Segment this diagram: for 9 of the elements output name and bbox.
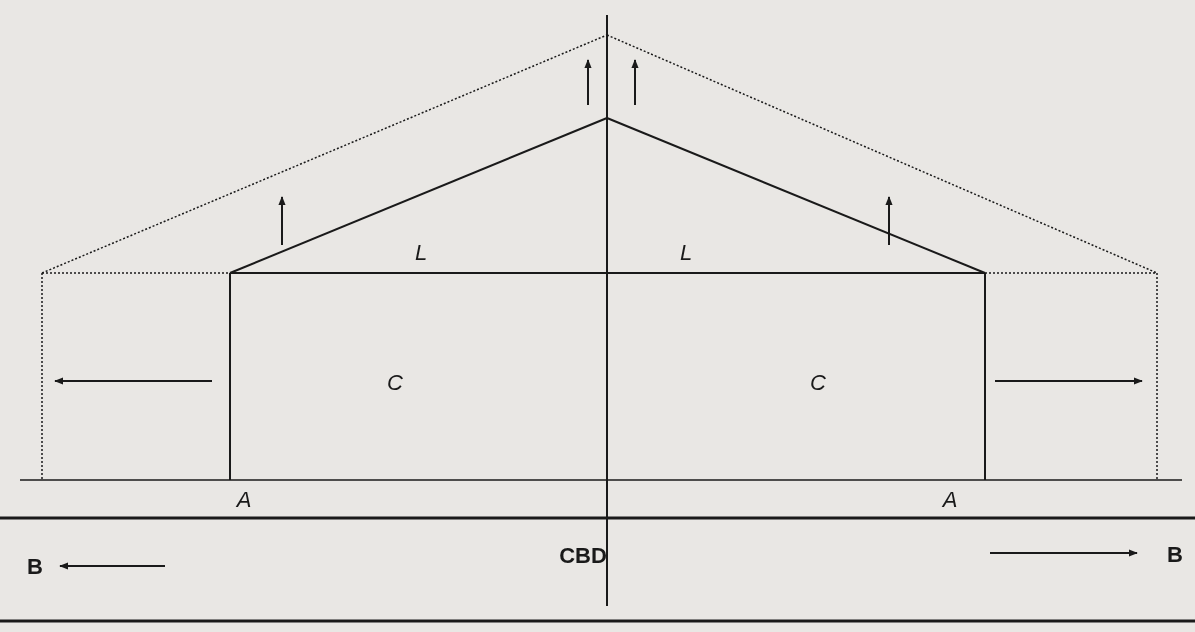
boundary-label: B	[1167, 544, 1183, 566]
region-label: L	[414, 242, 428, 264]
boundary-label: B	[27, 556, 43, 578]
region-label: A	[942, 489, 958, 511]
region-label: L	[679, 242, 693, 264]
region-label: C	[810, 372, 826, 394]
region-label: C	[387, 372, 403, 394]
region-label: A	[236, 489, 252, 511]
cbd-label: CBD	[559, 545, 607, 567]
